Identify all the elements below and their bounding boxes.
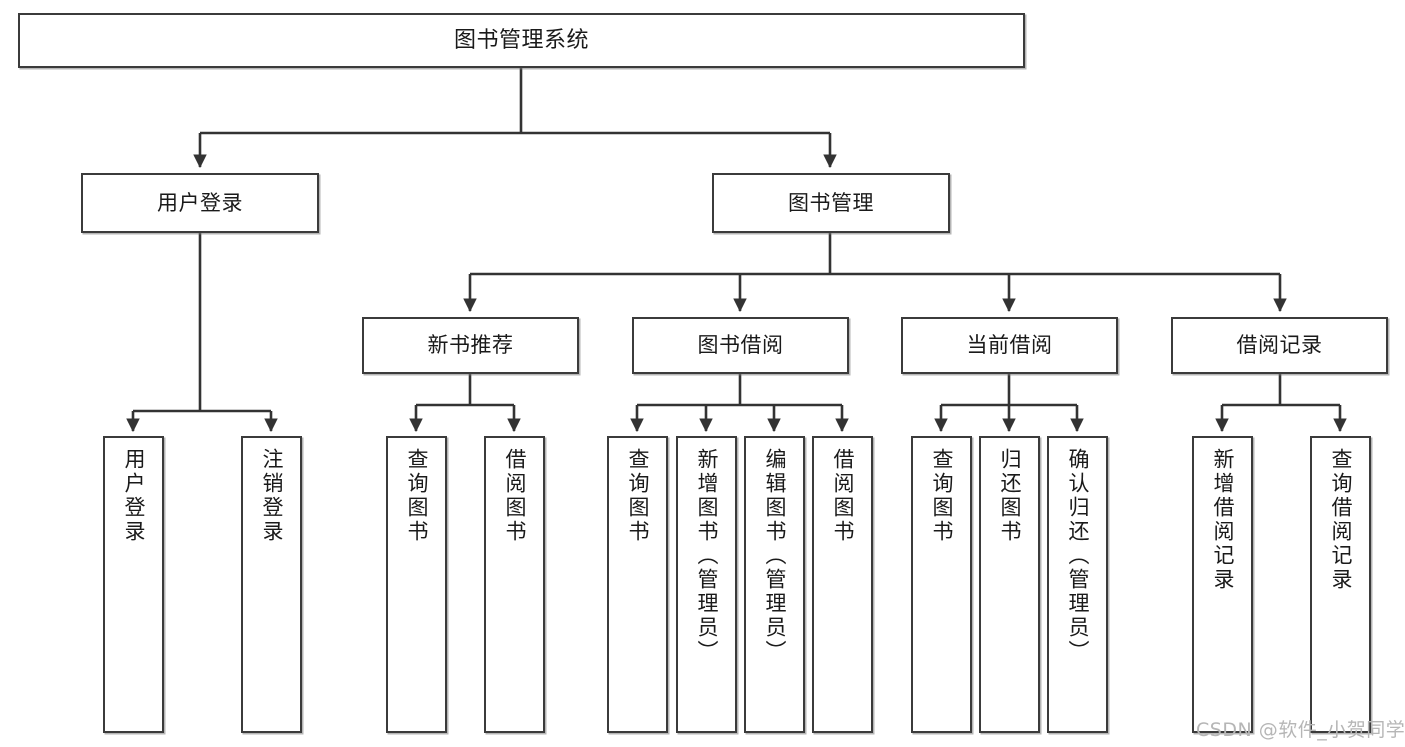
leaf-query-book-3[interactable]: 查询图书 — [911, 436, 972, 733]
node-label: 当前借阅 — [966, 333, 1053, 358]
node-label: 借阅记录 — [1236, 333, 1323, 358]
node-label: 查询图书 — [626, 448, 650, 544]
leaf-add-book[interactable]: 新增图书（管理员） — [676, 436, 737, 733]
leaf-borrow-book-1[interactable]: 借阅图书 — [484, 436, 545, 733]
node-borrow-record[interactable]: 借阅记录 — [1171, 317, 1388, 374]
leaf-return-book[interactable]: 归还图书 — [979, 436, 1040, 733]
node-book-manage[interactable]: 图书管理 — [712, 173, 950, 233]
node-label: 注销登录 — [260, 448, 284, 544]
leaf-query-book-1[interactable]: 查询图书 — [386, 436, 447, 733]
node-label: 确认归还（管理员） — [1066, 448, 1090, 664]
node-label: 归还图书 — [998, 448, 1022, 544]
node-label: 图书管理 — [788, 190, 874, 215]
leaf-user-login[interactable]: 用户登录 — [103, 436, 164, 733]
node-root-book-management-system[interactable]: 图书管理系统 — [18, 13, 1025, 68]
node-label: 新书推荐 — [427, 333, 514, 358]
node-new-book-recommend[interactable]: 新书推荐 — [362, 317, 579, 374]
node-label: 查询借阅记录 — [1329, 448, 1353, 592]
node-label: 图书借阅 — [697, 333, 784, 358]
node-label: 用户登录 — [122, 448, 146, 544]
node-label: 借阅图书 — [831, 448, 855, 544]
node-label: 查询图书 — [405, 448, 429, 544]
node-label: 借阅图书 — [503, 448, 527, 544]
node-user-login[interactable]: 用户登录 — [81, 173, 319, 233]
leaf-logout[interactable]: 注销登录 — [241, 436, 302, 733]
leaf-query-book-2[interactable]: 查询图书 — [607, 436, 668, 733]
node-label: 新增借阅记录 — [1211, 448, 1235, 592]
leaf-query-record[interactable]: 查询借阅记录 — [1310, 436, 1371, 733]
node-label: 新增图书（管理员） — [695, 448, 719, 664]
leaf-confirm-return[interactable]: 确认归还（管理员） — [1047, 436, 1108, 733]
node-book-borrow[interactable]: 图书借阅 — [632, 317, 849, 374]
csdn-watermark: CSDN @软件_小贺同学 — [1196, 719, 1405, 741]
leaf-edit-book[interactable]: 编辑图书（管理员） — [744, 436, 805, 733]
leaf-add-record[interactable]: 新增借阅记录 — [1192, 436, 1253, 733]
node-current-borrow[interactable]: 当前借阅 — [901, 317, 1118, 374]
node-label: 用户登录 — [157, 190, 243, 215]
node-label: 图书管理系统 — [453, 27, 589, 53]
node-label: 编辑图书（管理员） — [763, 448, 787, 664]
node-label: 查询图书 — [930, 448, 954, 544]
leaf-borrow-book-2[interactable]: 借阅图书 — [812, 436, 873, 733]
